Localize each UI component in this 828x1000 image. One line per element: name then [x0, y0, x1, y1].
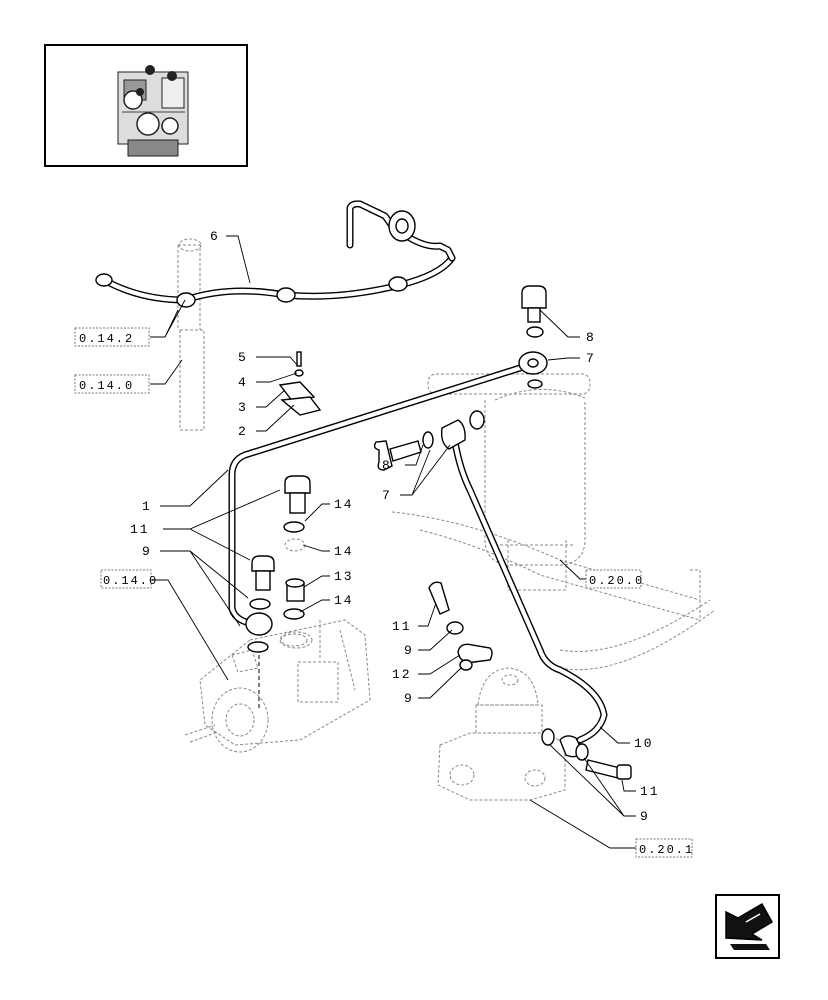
banjo-bolt-8-top	[521, 285, 547, 389]
svg-text:0.20.1: 0.20.1	[639, 843, 694, 857]
callout-11-left: 11	[130, 522, 150, 537]
callout-8-top: 8	[586, 330, 596, 345]
callout-1: 1	[142, 499, 152, 514]
filter-housing-ghost	[391, 373, 716, 671]
banjo-bolt-11-right	[428, 581, 632, 780]
leak-off-pipe	[95, 200, 456, 308]
previous-page-button[interactable]	[715, 894, 780, 959]
callout-4: 4	[238, 375, 248, 390]
injection-pump-ghost	[184, 619, 371, 753]
callout-9-mid-b: 9	[404, 691, 414, 706]
banjo-bolt-8-mid	[373, 410, 485, 471]
callout-14-c: 14	[334, 593, 354, 608]
svg-text:0.14.2: 0.14.2	[79, 332, 134, 346]
reference-0.20.0[interactable]: 0.20.0	[585, 569, 644, 589]
callout-9-mid-a: 9	[404, 643, 414, 658]
clamp-parts	[278, 351, 322, 416]
injector-ghost	[177, 238, 205, 431]
engine-thumbnail[interactable]	[44, 44, 248, 167]
callout-9-left: 9	[142, 544, 152, 559]
reference-0.14.0-left[interactable]: 0.14.0	[100, 569, 158, 589]
callout-14-a: 14	[334, 497, 354, 512]
engine-thumbnail-icon	[117, 65, 189, 157]
lift-pump-ghost	[437, 667, 566, 801]
callout-5: 5	[238, 350, 248, 365]
svg-text:0.14.0: 0.14.0	[79, 379, 134, 393]
callout-13: 13	[334, 569, 354, 584]
reference-0.14.0-top[interactable]: 0.14.0	[74, 374, 150, 394]
leader-lines	[150, 235, 636, 849]
callout-9-right: 9	[640, 809, 650, 824]
callout-7-top: 7	[586, 351, 596, 366]
fuel-pipe-1	[228, 351, 548, 626]
previous-page-arrow-icon	[725, 902, 774, 950]
svg-text:0.14.0: 0.14.0	[103, 574, 158, 588]
reference-boxes: 0.14.2 0.14.0 0.14.0 0.20.0 0.20.1	[74, 327, 694, 858]
callout-14-b: 14	[334, 544, 354, 559]
reference-0.20.1[interactable]: 0.20.1	[635, 838, 694, 858]
svg-text:0.20.0: 0.20.0	[589, 574, 644, 588]
callout-8-mid: 8	[382, 458, 392, 473]
callout-3: 3	[238, 400, 248, 415]
callout-2: 2	[238, 424, 248, 439]
callout-12: 12	[392, 667, 412, 682]
reference-0.14.2[interactable]: 0.14.2	[74, 327, 150, 347]
callout-11-mid: 11	[392, 619, 412, 634]
banjo-bolt-11-left	[245, 475, 311, 710]
callout-10: 10	[634, 736, 654, 751]
valve-13	[280, 578, 308, 647]
callout-labels: 6 5 4 3 2 8 7 8 7 1 11 14 9 14 13 14 11 …	[130, 229, 660, 824]
callout-11-right: 11	[640, 784, 660, 799]
callout-6: 6	[210, 229, 220, 244]
callout-7-mid: 7	[382, 488, 392, 503]
fuel-pipe-10	[451, 438, 608, 744]
